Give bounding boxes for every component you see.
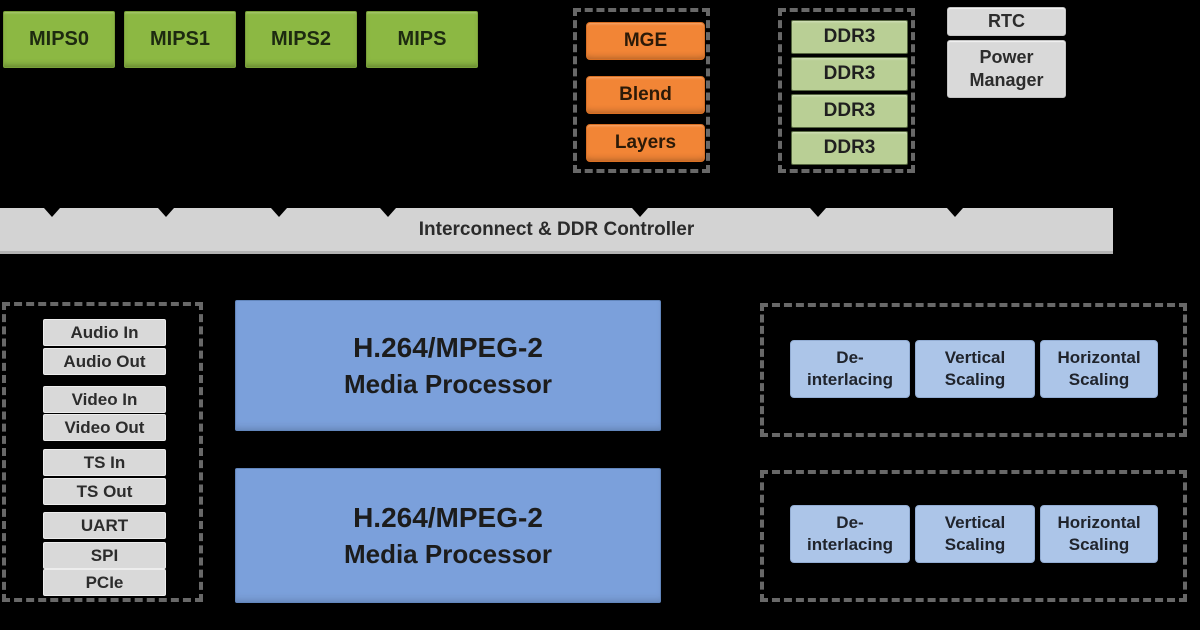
pipeline-label-line2: Scaling [1068,535,1130,554]
pipeline-block-deinterlacing: De- interlacing [790,505,910,563]
pipeline-label-line1: Horizontal [1057,512,1141,532]
ddr3-memory-group: DDR3 DDR3 DDR3 DDR3 [778,8,915,173]
media-processor-line1: H.264/MPEG-2 [353,331,543,363]
media-processor-block-2: H.264/MPEG-2 Media Processor [235,468,661,603]
video-pipeline-group-1: De- interlacing Vertical Scaling Horizon… [760,303,1187,437]
cpu-block-mips: MIPS [366,11,478,68]
pipeline-label-line1: Vertical [944,512,1006,532]
pipeline-label-line1: Vertical [944,347,1006,367]
down-arrowhead-icon [44,208,60,217]
down-arrowhead-icon [632,208,648,217]
io-block-uart: UART [43,512,166,539]
graphics-block-mge: MGE [586,22,705,60]
io-block-ts-in: TS In [43,449,166,476]
pipeline-label-line2: Scaling [1068,370,1130,389]
memory-block-ddr3-4: DDR3 [791,131,908,165]
pipeline-label-line2: Scaling [944,370,1006,389]
down-arrowhead-icon [810,208,826,217]
cpu-block-mips2: MIPS2 [245,11,357,68]
pipeline-label-line2: Scaling [944,535,1006,554]
pipeline-block-deinterlacing: De- interlacing [790,340,910,398]
io-block-audio-in: Audio In [43,319,166,346]
pipeline-label-line2: interlacing [807,535,893,554]
down-arrowhead-icon [947,208,963,217]
power-manager-line1: Power [979,46,1034,67]
pipeline-label-line1: De- [836,347,864,367]
pipeline-block-horizontal-scaling: Horizontal Scaling [1040,340,1158,398]
interconnect-label: Interconnect & DDR Controller [418,218,695,240]
io-block-spi: SPI [43,542,166,569]
graphics-engine-group: MGE Blend Layers [573,8,710,173]
pipeline-block-horizontal-scaling: Horizontal Scaling [1040,505,1158,563]
graphics-block-layers: Layers [586,124,705,162]
power-manager-block: Power Manager [947,40,1066,98]
cpu-block-mips1: MIPS1 [124,11,236,68]
graphics-block-blend: Blend [586,76,705,114]
io-block-audio-out: Audio Out [43,348,166,375]
media-processor-line2: Media Processor [343,368,553,399]
pipeline-block-vertical-scaling: Vertical Scaling [915,505,1035,563]
pipeline-label-line1: Horizontal [1057,347,1141,367]
media-processor-line2: Media Processor [343,538,553,569]
power-manager-line2: Manager [969,70,1044,90]
pipeline-block-vertical-scaling: Vertical Scaling [915,340,1035,398]
memory-block-ddr3-1: DDR3 [791,20,908,54]
down-arrowhead-icon [158,208,174,217]
interconnect-bar: Interconnect & DDR Controller [0,208,1113,254]
down-arrowhead-icon [271,208,287,217]
video-pipeline-group-2: De- interlacing Vertical Scaling Horizon… [760,470,1187,602]
media-processor-line1: H.264/MPEG-2 [353,501,543,533]
media-processor-block-1: H.264/MPEG-2 Media Processor [235,300,661,431]
rtc-block: RTC [947,7,1066,36]
memory-block-ddr3-3: DDR3 [791,94,908,128]
io-block-ts-out: TS Out [43,478,166,505]
io-block-pcie: PCIe [43,569,166,596]
down-arrowhead-icon [380,208,396,217]
cpu-block-mips0: MIPS0 [3,11,115,68]
io-block-video-out: Video Out [43,414,166,441]
io-block-video-in: Video In [43,386,166,413]
pipeline-label-line2: interlacing [807,370,893,389]
pipeline-label-line1: De- [836,512,864,532]
memory-block-ddr3-2: DDR3 [791,57,908,91]
peripheral-io-group: Audio In Audio Out Video In Video Out TS… [2,302,203,602]
